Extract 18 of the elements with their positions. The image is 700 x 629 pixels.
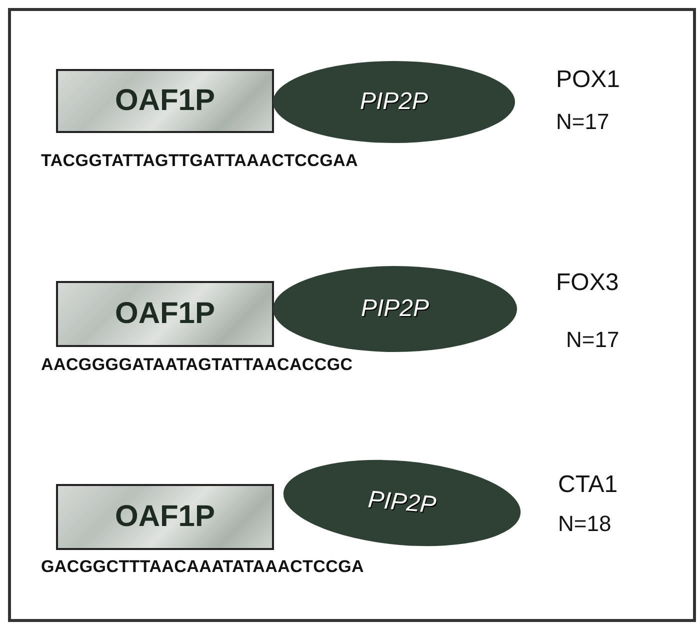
protein-box [56,484,274,550]
dna-sequence: TACGGTATTAGTTGATTAAACTCCGAA [41,151,358,171]
protein-name: OAF1P [114,84,216,118]
protein-name: PIP2P [360,295,430,323]
protein-name: PIP2P [366,486,438,520]
protein-box [56,281,274,347]
dna-sequence: GACGGCTTTAACAAATATAAACTCCGA [41,557,364,577]
sample-count: N=17 [566,327,620,353]
gene-name: FOX3 [556,269,619,297]
sample-count: N=17 [556,109,610,135]
protein-name: OAF1P [114,297,216,331]
protein-name: PIP2P [360,88,428,116]
gene-name: CTA1 [558,471,618,499]
dna-sequence: AACGGGGATAATAGTATTAACACCGC [41,355,353,375]
sample-count: N=18 [558,511,612,537]
protein-name: OAF1P [114,500,216,534]
gene-name: POX1 [556,66,620,94]
protein-box [56,69,274,133]
